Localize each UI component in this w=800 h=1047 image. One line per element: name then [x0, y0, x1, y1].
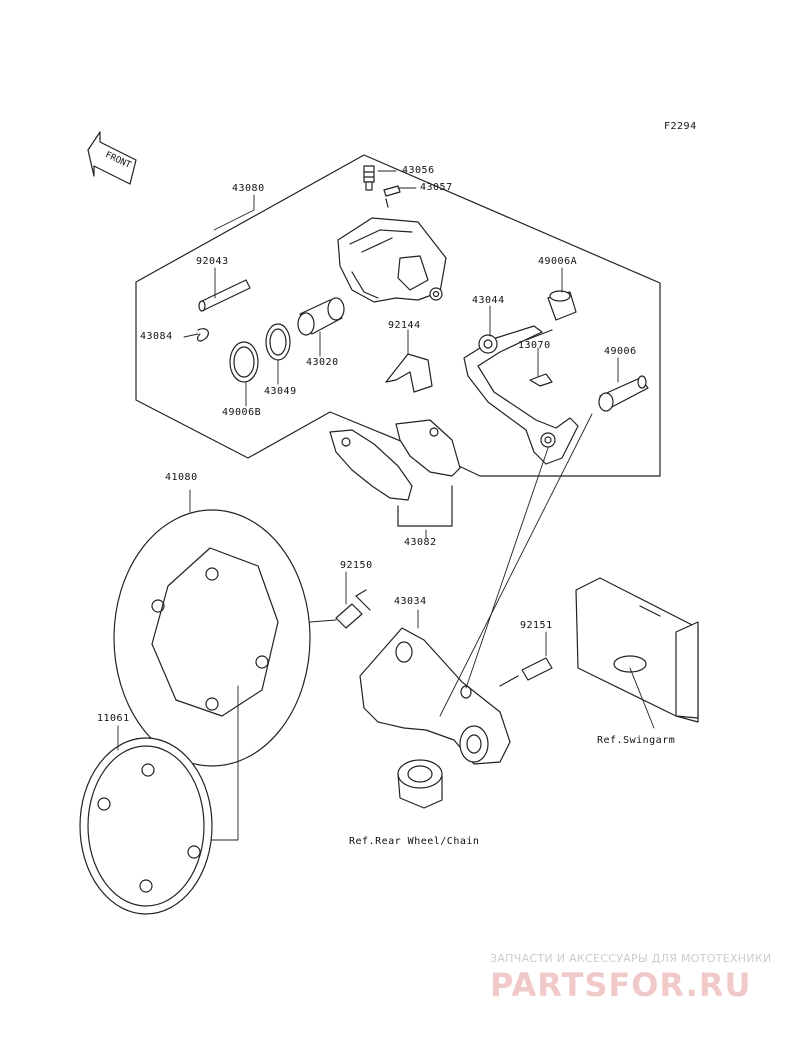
part-label[interactable]: 49006A [538, 256, 578, 267]
pad-spring [385, 353, 433, 393]
collar-spacer [397, 759, 443, 809]
part-label[interactable]: 43080 [232, 183, 265, 194]
part-label[interactable]: 13070 [518, 340, 551, 351]
part-label[interactable]: 92144 [388, 320, 421, 331]
caliper-pin [198, 279, 251, 312]
disc-gasket [79, 737, 213, 915]
bleeder-cap [383, 185, 401, 197]
part-label[interactable]: 92043 [196, 256, 229, 267]
swingarm-bolt [499, 657, 553, 687]
caliper-body [337, 217, 447, 303]
brake-pads [329, 419, 461, 527]
leader-lines [117, 170, 655, 841]
caliper-group-outline [135, 154, 661, 477]
part-label[interactable]: 43082 [404, 537, 437, 548]
watermark-subtitle: ЗАПЧАСТИ И АКСЕССУАРЫ ДЛЯ МОТОТЕХНИКИ [490, 952, 772, 965]
part-label[interactable]: 43034 [394, 596, 427, 607]
disc-bolt [335, 589, 371, 629]
caliper-bracket [463, 325, 579, 465]
figure-id: F2294 [664, 121, 697, 132]
part-label[interactable]: 92150 [340, 560, 373, 571]
part-label[interactable]: 11061 [97, 713, 130, 724]
pin-boot [547, 290, 577, 321]
caliper-support-bracket [359, 627, 511, 765]
rear-wheel-reference: Ref.Rear Wheel/Chain [349, 836, 480, 847]
pin-clip [196, 328, 210, 342]
retainer-clip [529, 373, 553, 387]
dust-seal [229, 341, 259, 383]
slide-pin [598, 375, 649, 412]
part-label[interactable]: 43020 [306, 357, 339, 368]
part-label[interactable]: 43049 [264, 386, 297, 397]
part-label[interactable]: 49006 [604, 346, 637, 357]
watermark-brand: PARTSFOR.RU [490, 966, 752, 1004]
piston-seal [265, 323, 291, 361]
swingarm-reference: Ref.Swingarm [597, 735, 676, 746]
part-label[interactable]: 43056 [402, 165, 435, 176]
part-label[interactable]: 41080 [165, 472, 198, 483]
swingarm-stub [575, 577, 699, 723]
part-label[interactable]: 43057 [420, 182, 453, 193]
part-label[interactable]: 43044 [472, 295, 505, 306]
part-label[interactable]: 49006B [222, 407, 262, 418]
brake-disc [113, 509, 311, 767]
front-arrow-icon: FRONT [87, 131, 137, 185]
caliper-piston [297, 297, 345, 336]
part-label[interactable]: 43084 [140, 331, 173, 342]
bleeder-valve [363, 165, 375, 191]
part-label[interactable]: 92151 [520, 620, 553, 631]
